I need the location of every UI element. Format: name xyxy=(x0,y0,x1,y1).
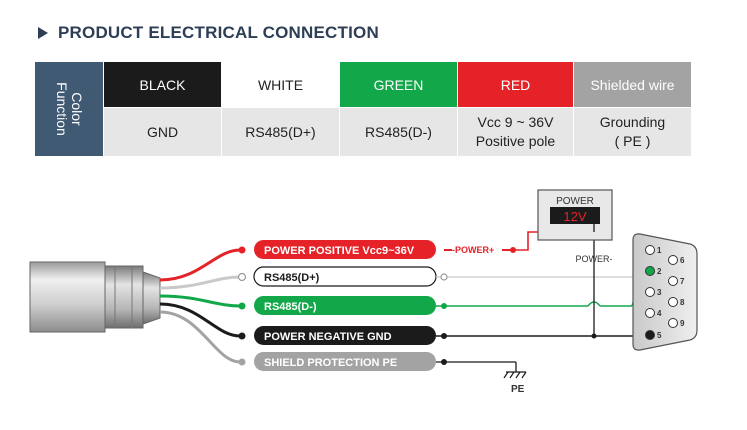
pill-power-positive xyxy=(254,240,436,259)
power-plus-tag: -POWER+ xyxy=(452,245,494,255)
wire-shield xyxy=(159,310,241,364)
color-green: GREEN xyxy=(340,62,458,107)
color-shielded: Shielded wire xyxy=(574,62,692,107)
db9-pin-label-7: 7 xyxy=(680,277,685,286)
pe-tag: PE xyxy=(511,384,525,395)
db9-pin-2 xyxy=(645,266,655,276)
db9-pin-5 xyxy=(645,330,655,340)
db9-pin-label-4: 4 xyxy=(657,309,662,318)
wire-red xyxy=(159,248,241,282)
section-title: PRODUCT ELECTRICAL CONNECTION xyxy=(38,22,379,44)
dot-gray-left xyxy=(238,358,246,366)
db9-pin-1 xyxy=(645,245,655,255)
db9-connector: 1 2 3 4 5 6 7 8 9 xyxy=(632,233,698,351)
db9-pin-label-3: 3 xyxy=(657,288,662,297)
power-box-value: 12V xyxy=(563,209,586,224)
ground-symbol-pe xyxy=(503,371,527,379)
function-rs485-plus: RS485(D+) xyxy=(222,107,340,156)
db9-pin-label-8: 8 xyxy=(680,298,685,307)
db9-pin-8 xyxy=(668,297,678,307)
db9-pin-6 xyxy=(668,255,678,265)
db9-pin-label-6: 6 xyxy=(680,256,685,265)
color-red: RED xyxy=(458,62,574,107)
wire-green xyxy=(159,294,241,308)
section-title-text: PRODUCT ELECTRICAL CONNECTION xyxy=(58,23,379,42)
wire-white xyxy=(159,275,241,290)
pill-rs485-minus-text: RS485(D-) xyxy=(264,301,317,313)
left-terminals xyxy=(237,246,247,366)
dot-red-left xyxy=(238,246,246,254)
pill-power-negative xyxy=(254,326,436,345)
function-grounding: Grounding ( PE ) xyxy=(574,107,692,156)
db9-pin-label-5: 5 xyxy=(657,331,662,340)
color-white: WHITE xyxy=(222,62,340,107)
color-black: BLACK xyxy=(104,62,222,107)
power-minus-tag: POWER- xyxy=(576,254,613,264)
dot-black-left xyxy=(238,332,246,340)
function-rs485-minus: RS485(D-) xyxy=(340,107,458,156)
pill-rs485-minus xyxy=(254,296,436,315)
dot-green-left xyxy=(238,302,246,310)
db9-pin-label-1: 1 xyxy=(657,246,662,255)
color-function-header: Color Function xyxy=(35,62,104,156)
pill-shield xyxy=(254,352,436,371)
db9-pin-7 xyxy=(668,276,678,286)
color-row: Color Function BLACK WHITE GREEN RED Shi… xyxy=(35,62,692,156)
cable-wires xyxy=(159,248,241,364)
db9-pin-3 xyxy=(645,287,655,297)
label-pills: POWER POSITIVE Vcc9~36V RS485(D+) RS485(… xyxy=(253,240,437,371)
power-supply-box: POWER 12V xyxy=(537,189,613,241)
function-row: GND RS485(D+) RS485(D-) Vcc 9 ~ 36V Posi… xyxy=(35,107,692,156)
pill-rs485-plus-text: RS485(D+) xyxy=(264,272,320,284)
db9-pin-4 xyxy=(645,308,655,318)
sensor-body xyxy=(29,261,161,333)
function-vcc: Vcc 9 ~ 36V Positive pole xyxy=(458,107,574,156)
wire-color-table: Color Function BLACK WHITE GREEN RED Shi… xyxy=(35,62,692,156)
dot-white-left xyxy=(237,272,247,282)
right-wiring: -POWER+ xyxy=(436,231,651,372)
db9-pin-9 xyxy=(668,318,678,328)
pill-shield-text: SHIELD PROTECTION PE xyxy=(264,357,397,369)
play-arrow-icon xyxy=(38,27,48,39)
db9-pin-label-2: 2 xyxy=(657,267,662,276)
pill-power-negative-text: POWER NEGATIVE GND xyxy=(264,331,392,343)
function-gnd: GND xyxy=(104,107,222,156)
wire-black xyxy=(159,302,241,338)
db9-pin-label-9: 9 xyxy=(680,319,685,328)
pill-power-positive-text: POWER POSITIVE Vcc9~36V xyxy=(264,245,415,257)
power-box-title: POWER xyxy=(556,196,594,207)
